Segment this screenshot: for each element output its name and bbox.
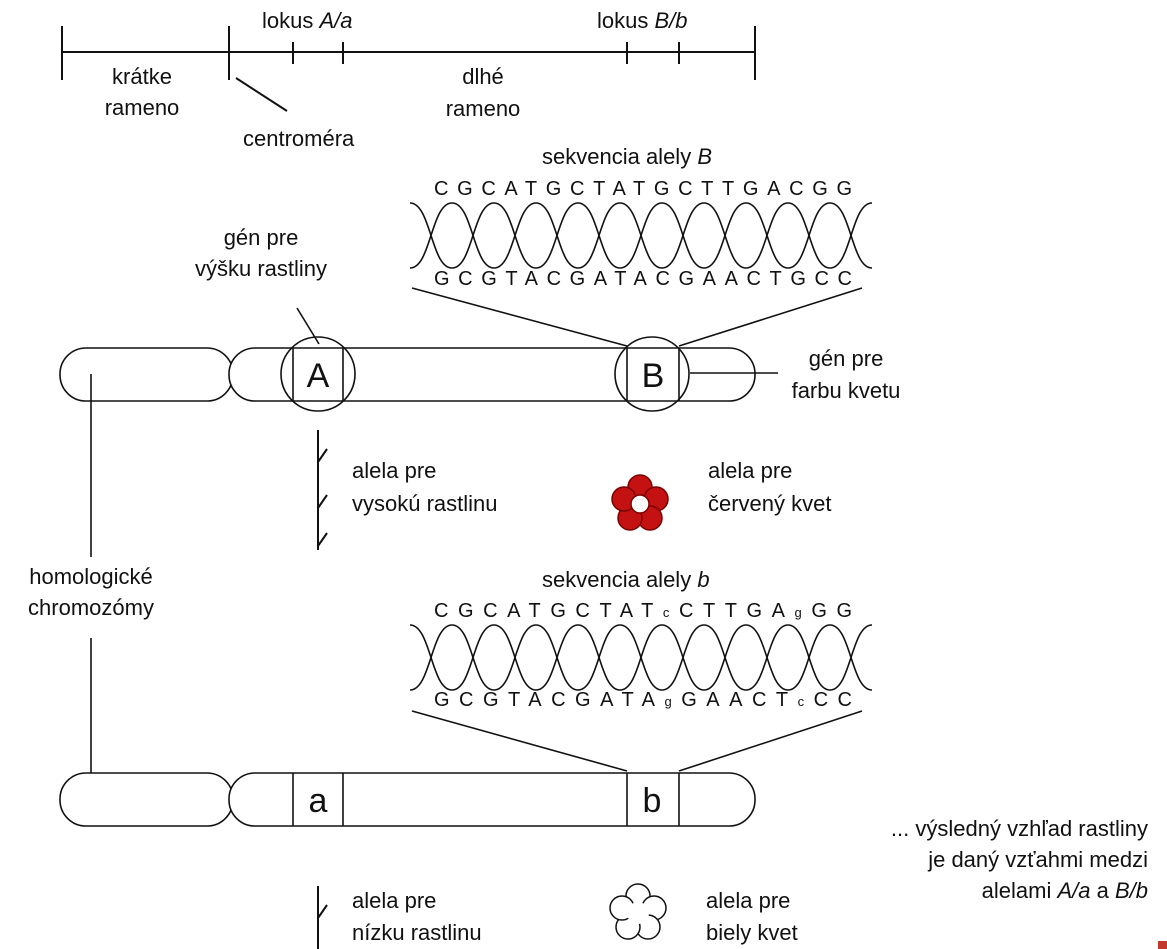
homologous-label-2: chromozómy bbox=[28, 595, 154, 620]
short-plant-leaf bbox=[318, 905, 327, 918]
helix-strand-2 bbox=[410, 625, 872, 690]
zoom-line-right bbox=[679, 711, 862, 771]
zoom-line-right bbox=[679, 288, 862, 346]
chromosome-1-short-arm bbox=[60, 348, 233, 401]
white-allele-label-1: alela pre bbox=[706, 888, 790, 913]
note-line-3: alelami A/a a B/b bbox=[982, 878, 1148, 903]
mutation-base: g bbox=[795, 605, 802, 620]
locus-b-label: lokus B/b bbox=[597, 8, 688, 33]
short-plant-icon bbox=[318, 886, 327, 949]
mutation-base: c bbox=[663, 605, 670, 620]
long-arm-label-2: rameno bbox=[446, 96, 521, 121]
tall-plant-leaf bbox=[318, 449, 327, 462]
allele-b-double-helix bbox=[410, 625, 872, 690]
locus-a-label: lokus A/a bbox=[262, 8, 353, 33]
zoom-line-left bbox=[412, 288, 627, 346]
locus-b-letter: b bbox=[643, 782, 662, 820]
white-allele-label-2: biely kvet bbox=[706, 920, 798, 945]
allele-B-top-strand: CGCATGCTATGCTTGACGG bbox=[434, 178, 852, 200]
short-arm-label-1: krátke bbox=[112, 64, 172, 89]
locus-A-letter: A bbox=[307, 357, 330, 395]
zoom-line-left bbox=[412, 711, 627, 771]
flower-gene-label-1: gén pre bbox=[809, 346, 884, 371]
red-flower-icon bbox=[612, 475, 668, 530]
white-flower-icon bbox=[610, 884, 666, 939]
height-gene-label-1: gén pre bbox=[224, 225, 299, 250]
homologous-label-1: homologické bbox=[29, 564, 153, 589]
allele-b-zoom-lines bbox=[412, 711, 862, 771]
flower-center bbox=[627, 902, 649, 924]
locus-B-letter: B bbox=[642, 357, 665, 395]
red-allele-label-2: červený kvet bbox=[708, 491, 832, 516]
mutation-base: c bbox=[798, 694, 805, 709]
tall-plant-icon bbox=[318, 430, 327, 550]
note-line-1: ... výsledný vzhľad rastliny bbox=[891, 816, 1148, 841]
short-allele-label-1: alela pre bbox=[352, 888, 436, 913]
locus-a-letter: a bbox=[309, 782, 328, 820]
tall-allele-label-1: alela pre bbox=[352, 458, 436, 483]
long-arm-label-1: dlhé bbox=[462, 64, 504, 89]
mutation-base: g bbox=[665, 694, 672, 709]
short-arm-label-2: rameno bbox=[105, 95, 180, 120]
note-line-2: je daný vzťahmi medzi bbox=[927, 847, 1148, 872]
corner-mark bbox=[1158, 941, 1167, 949]
tall-plant-leaf bbox=[318, 533, 327, 546]
red-allele-label-1: alela pre bbox=[708, 458, 792, 483]
short-allele-label-2: nízku rastlinu bbox=[352, 920, 482, 945]
helix-strand-2 bbox=[410, 203, 872, 268]
allele-B-bottom-strand: GCGTACGATACGAACTGCC bbox=[434, 268, 852, 290]
centromere-pointer bbox=[236, 78, 287, 111]
centromere-label: centroméra bbox=[243, 126, 355, 151]
allele-B-double-helix bbox=[410, 203, 872, 268]
flower-center bbox=[631, 495, 649, 513]
flower-gene-label-2: farbu kvetu bbox=[792, 378, 901, 403]
tall-allele-label-2: vysokú rastlinu bbox=[352, 491, 498, 516]
height-gene-label-2: výšku rastliny bbox=[195, 256, 327, 281]
chromosome-2-short-arm bbox=[60, 773, 233, 826]
allele-b-sequence-title: sekvencia alely b bbox=[542, 567, 710, 592]
allele-B-sequence-title: sekvencia alely B bbox=[542, 144, 712, 169]
tall-plant-leaf bbox=[318, 495, 327, 508]
allele-B-zoom-lines bbox=[412, 288, 862, 346]
